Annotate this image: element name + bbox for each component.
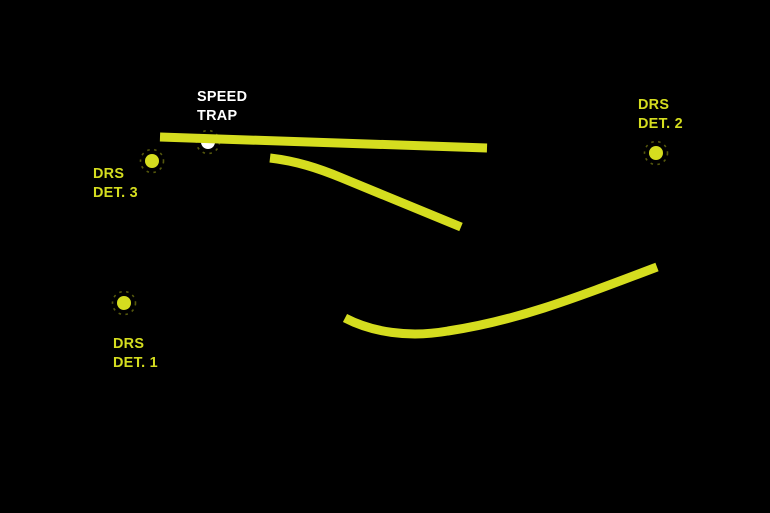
drs-det-3-dot [145,154,159,168]
drs-det-1-ring [111,290,137,316]
drs-det-2-ring [643,140,669,166]
drs-det-3-label: DRS DET. 3 [93,164,138,202]
drs-zone-1-segment [159,132,488,153]
drs-zone-2-segment [269,153,463,232]
drs-det-1-label-line2: DET. 1 [113,354,158,371]
speed-trap-label-line2: TRAP [197,107,238,124]
drs-det-3-label-line2: DET. 3 [93,184,138,201]
drs-det-2-label-line1: DRS [638,96,670,113]
drs-det-2-label-line2: DET. 2 [638,115,683,132]
drs-det-3-label-line1: DRS [93,165,125,182]
drs-det-2-dot [649,146,663,160]
drs-det-1-dot [117,296,131,310]
speed-trap-label: SPEED TRAP [197,87,247,125]
drs-det-1-label: DRS DET. 1 [113,334,158,372]
speed-trap-label-line1: SPEED [197,88,248,105]
drs-zone-3-segment [342,262,659,339]
drs-det-1-label-line1: DRS [113,335,145,352]
drs-det-2-label: DRS DET. 2 [638,95,683,133]
drs-det-3-ring [139,148,165,174]
